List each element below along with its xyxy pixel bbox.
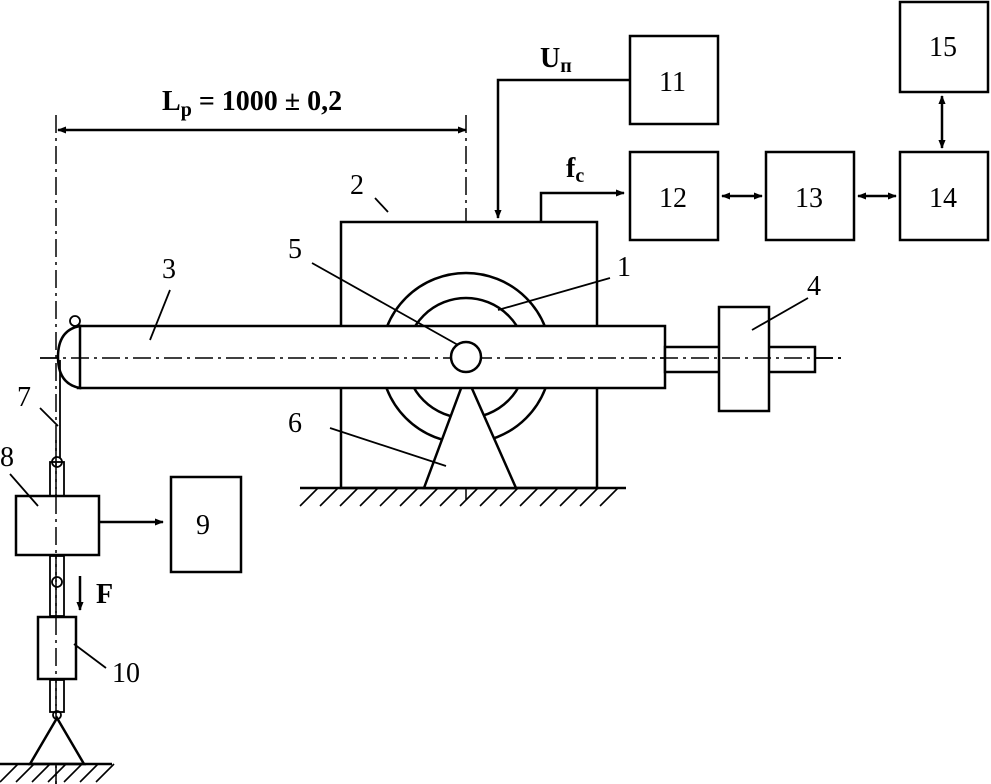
dimension-text: Lp = 1000 ± 0,2 — [162, 86, 342, 121]
hatch-line — [599, 487, 619, 507]
block-9 — [169, 475, 243, 574]
block-11 — [628, 34, 720, 126]
hatch-line — [419, 487, 439, 507]
label-3: 3 — [162, 254, 176, 285]
lever-arm — [40, 315, 845, 390]
hatch-line — [319, 487, 339, 507]
hatch-line — [63, 763, 83, 783]
hatch-line — [579, 487, 599, 507]
ground-main — [299, 486, 626, 507]
block-12 — [628, 150, 720, 242]
label-6: 6 — [288, 408, 302, 439]
hatch-line — [79, 763, 99, 783]
hatch-line — [379, 487, 399, 507]
hatch-line — [339, 487, 359, 507]
label-7: 7 — [17, 382, 31, 413]
support-prism — [422, 371, 518, 490]
hatch-line — [479, 487, 499, 507]
hatch-line — [399, 487, 419, 507]
label-4: 4 — [807, 271, 821, 302]
label-15: 15 — [929, 32, 957, 63]
voltage-label: Uп — [540, 43, 572, 77]
label-13: 13 — [795, 183, 823, 214]
force-sensor — [14, 494, 164, 557]
hatch-line — [439, 487, 459, 507]
hatch-line — [0, 763, 19, 783]
label-11: 11 — [659, 67, 686, 98]
hatch-line — [519, 487, 539, 507]
hatch-line — [539, 487, 559, 507]
pivot-bearing — [449, 340, 483, 374]
force-arrow: F — [76, 576, 113, 611]
hatch-line — [459, 487, 479, 507]
label-1: 1 — [617, 252, 631, 283]
connections — [494, 78, 946, 222]
hatch-line — [299, 487, 319, 507]
label-14: 14 — [929, 183, 957, 214]
hatch-line — [499, 487, 519, 507]
leader-lines — [9, 197, 809, 507]
hatch-line — [559, 487, 579, 507]
block-15 — [898, 0, 990, 94]
counterweight-shaft — [660, 305, 845, 413]
block-14 — [898, 150, 990, 242]
label-9: 9 — [196, 510, 210, 541]
number-labels: 1 2 3 4 5 6 7 8 9 10 11 12 13 14 15 — [0, 32, 957, 689]
hatch-line — [31, 763, 51, 783]
label-8: 8 — [0, 442, 14, 473]
label-12: 12 — [659, 183, 687, 214]
ground-bottom — [0, 715, 115, 783]
force-label: F — [96, 579, 113, 610]
hatch-line — [359, 487, 379, 507]
label-10: 10 — [112, 658, 140, 689]
frequency-label: fc — [566, 153, 584, 187]
loading-device — [36, 615, 107, 681]
hatch-line — [15, 763, 35, 783]
label-2: 2 — [350, 170, 364, 201]
hatch-line — [47, 763, 67, 783]
hatch-line — [95, 763, 115, 783]
label-5: 5 — [288, 234, 302, 265]
block-13 — [764, 150, 856, 242]
dimension-lp: Lp = 1000 ± 0,2 — [57, 86, 467, 134]
